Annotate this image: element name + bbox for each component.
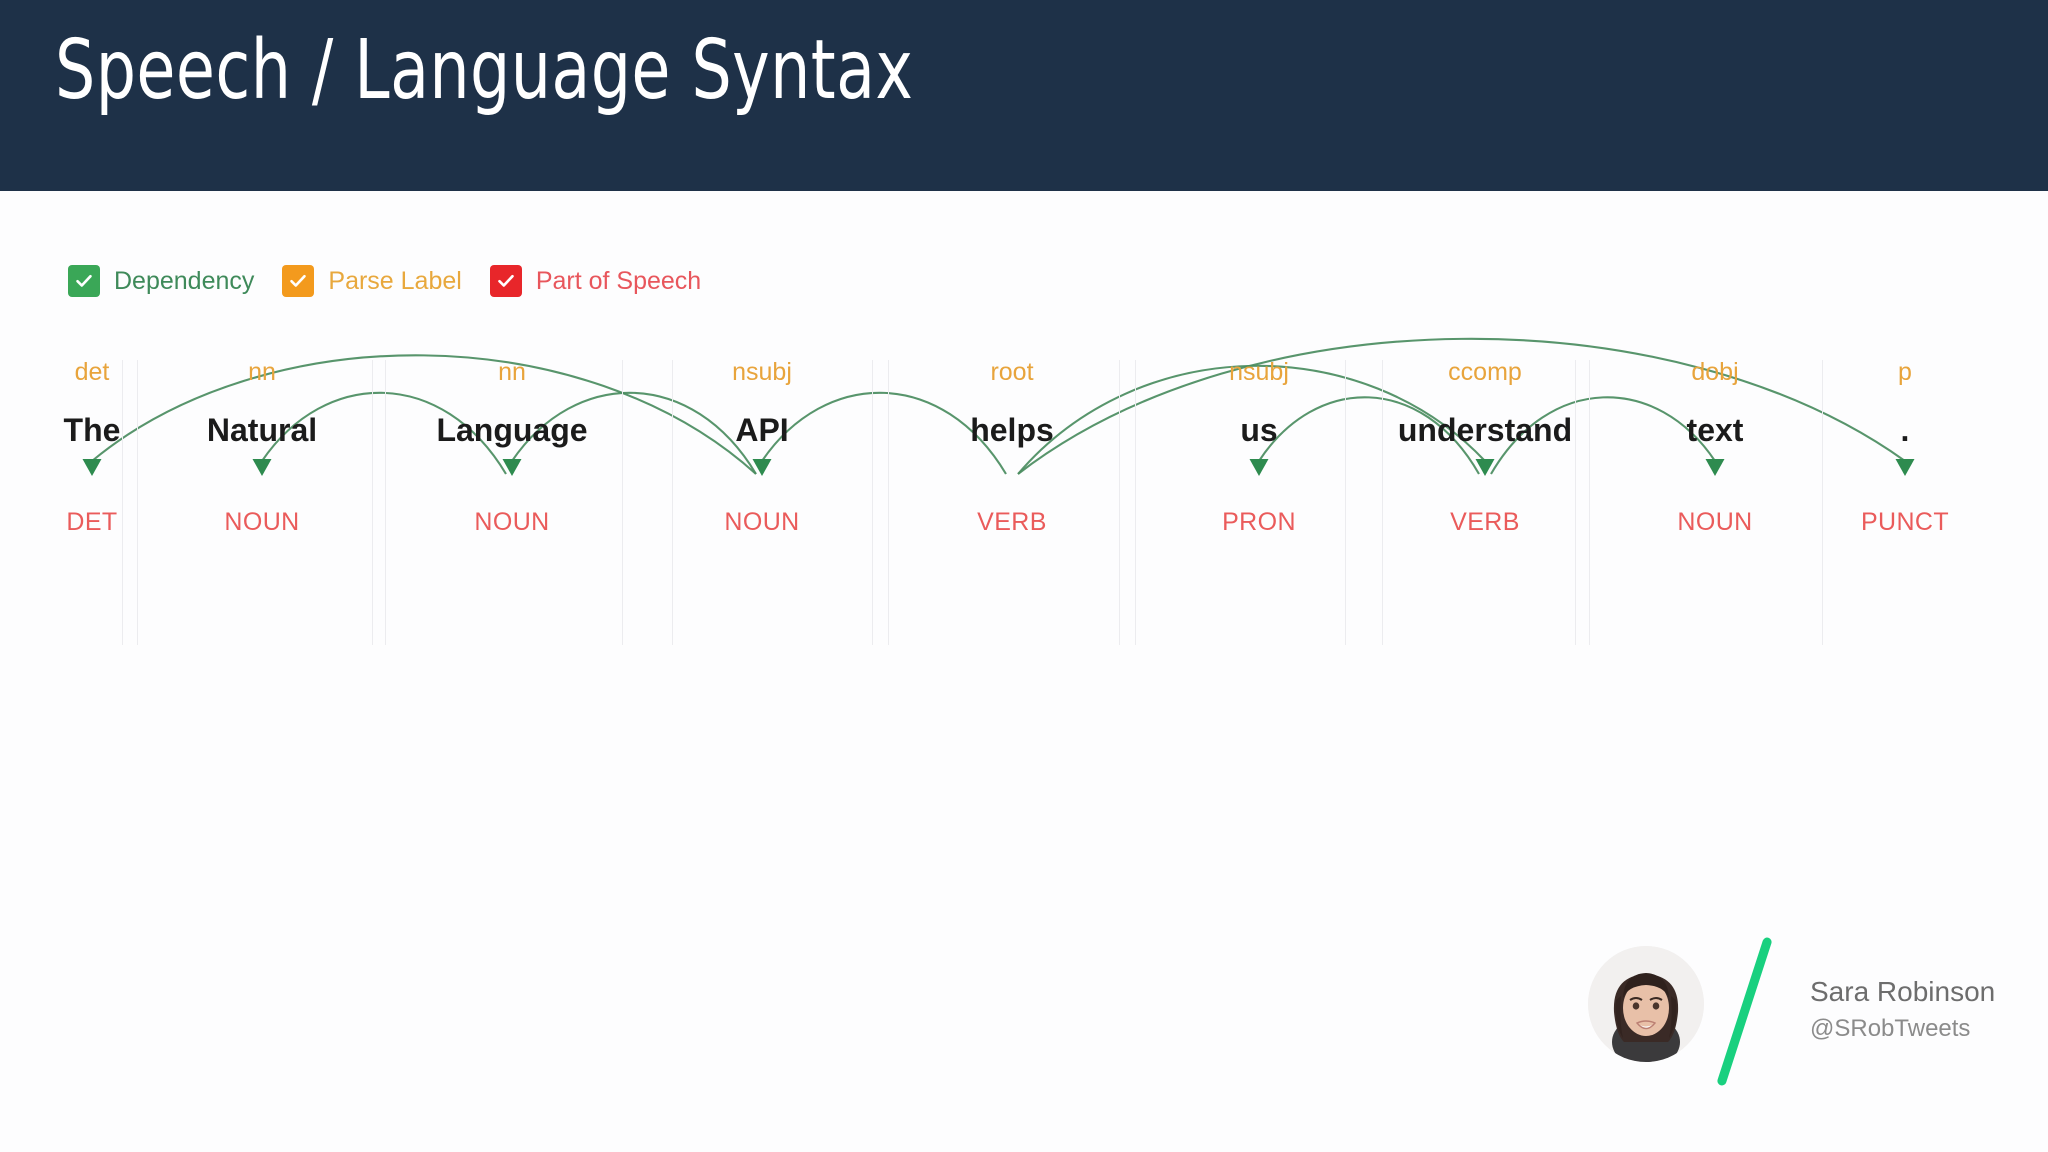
check-icon-part-of-speech[interactable] — [489, 265, 522, 297]
column-divider — [888, 360, 889, 645]
dependency-arc[interactable] — [761, 391, 1007, 475]
token-word[interactable]: Natural — [206, 412, 318, 448]
dependency-arc[interactable] — [1490, 396, 1716, 475]
dependency-arc[interactable] — [91, 354, 757, 475]
dependency-arrowhead — [252, 459, 272, 476]
token-parse-label: nn — [248, 358, 276, 386]
token-pos-tag: NOUN — [474, 508, 550, 536]
green-slash-divider — [1716, 936, 1773, 1087]
legend-item-part-of-speech[interactable]: Part of Speech — [489, 265, 702, 297]
token-parse-label: root — [990, 358, 1034, 386]
token-parse-label: nsubj — [1229, 358, 1289, 386]
token-word[interactable]: helps — [970, 412, 1054, 448]
dependency-arc[interactable] — [1017, 337, 1906, 475]
token-word[interactable]: text — [1686, 412, 1744, 448]
token-parse-label: ccomp — [1448, 358, 1522, 386]
token-parse-label: nsubj — [732, 358, 792, 386]
column-divider — [1822, 360, 1823, 645]
dependency-arc[interactable] — [511, 391, 757, 475]
avatar — [1588, 946, 1704, 1062]
token-pos-tag: DET — [66, 508, 118, 536]
legend-label-dependency: Dependency — [114, 266, 255, 295]
legend-label-parse-label: Parse Label — [328, 266, 462, 295]
token-word[interactable]: API — [735, 412, 789, 448]
author-credit: Sara Robinson @SRobTweets — [1588, 936, 2008, 1096]
token-pos-tag: VERB — [977, 508, 1047, 536]
author-name: Sara Robinson — [1810, 976, 1996, 1007]
author-handle: @SRobTweets — [1810, 1015, 1971, 1042]
header-bar: Speech / Language Syntax — [0, 0, 2048, 191]
dependency-arc-layer — [82, 337, 1915, 476]
token-column[interactable]: p. PUNCT — [1765, 360, 2045, 645]
dependency-arrowhead — [1475, 459, 1495, 476]
page-title: Speech / Language Syntax — [55, 23, 914, 118]
slide-body: Dependency Parse Label Part of Speech — [0, 191, 2048, 1152]
token-pos-tag: PUNCT — [1860, 508, 1950, 536]
dependency-arrowhead — [1895, 459, 1915, 476]
legend-toggles: Dependency Parse Label Part of Speech — [68, 261, 729, 301]
dependency-arrowhead — [1249, 459, 1269, 476]
token-parse-label: dobj — [1691, 358, 1739, 386]
column-divider — [1135, 360, 1136, 645]
token-pos-tag: NOUN — [224, 508, 300, 536]
author-text: Sara Robinson @SRobTweets — [1810, 974, 1995, 1044]
column-divider — [1382, 360, 1383, 645]
token-parse-label: det — [74, 358, 110, 386]
column-divider — [385, 360, 386, 645]
token-pos-tag: NOUN — [724, 508, 800, 536]
column-divider — [672, 360, 673, 645]
token-word[interactable]: us — [1240, 412, 1278, 448]
dependency-arrowhead — [82, 459, 102, 476]
column-divider — [137, 360, 138, 645]
dependency-arcs — [82, 337, 1915, 476]
dependency-arrowhead — [1705, 459, 1725, 476]
token-pos-tag: PRON — [1222, 508, 1296, 536]
token-parse-label: nn — [498, 358, 526, 386]
token-word[interactable]: Language — [436, 412, 588, 448]
column-divider — [1589, 360, 1590, 645]
dependency-arrowhead — [752, 459, 772, 476]
token-parse-label: p — [1898, 358, 1912, 386]
dependency-arrowhead — [502, 459, 522, 476]
dependency-arc[interactable] — [261, 391, 507, 475]
check-icon-dependency[interactable] — [68, 265, 100, 297]
token-word[interactable]: . — [1900, 412, 1910, 448]
dependency-arc[interactable] — [1258, 396, 1480, 475]
legend-item-dependency[interactable]: Dependency — [68, 265, 254, 297]
token-word[interactable]: understand — [1397, 412, 1573, 448]
token-word[interactable]: The — [63, 412, 121, 448]
token-pos-tag: NOUN — [1677, 508, 1753, 536]
check-icon-parse-label[interactable] — [282, 265, 315, 297]
legend-item-parse-label[interactable]: Parse Label — [282, 265, 462, 297]
token-pos-tag: VERB — [1450, 508, 1520, 536]
legend-label-part-of-speech: Part of Speech — [535, 266, 702, 295]
